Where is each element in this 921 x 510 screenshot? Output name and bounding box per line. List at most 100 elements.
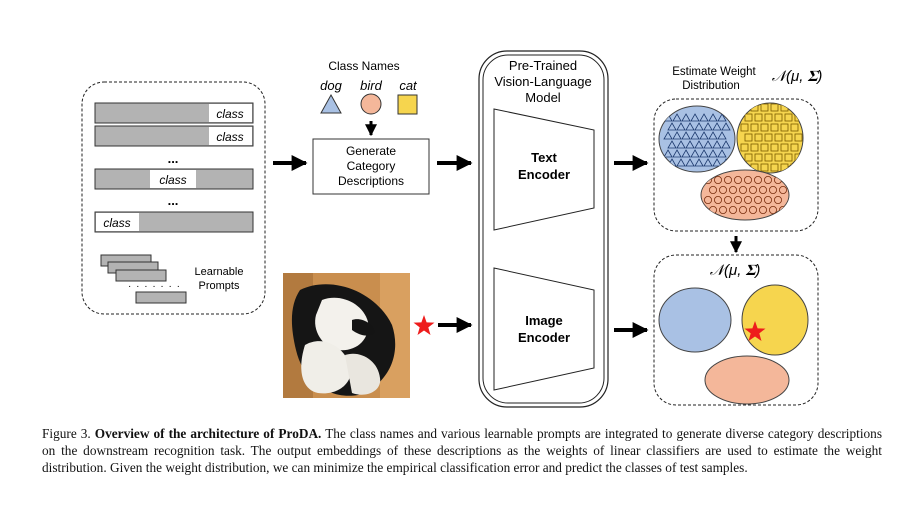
dog-sample-icon	[672, 131, 682, 140]
cat-sample-icon	[790, 123, 799, 132]
bird-sample-icon	[744, 195, 753, 204]
bird-sample-icon	[749, 185, 758, 194]
learnable-prompts-label: Learnable	[195, 266, 244, 278]
dog-sample-icon	[690, 149, 700, 158]
prompt-panel: class class ... class ... class · · · · …	[81, 81, 266, 315]
cat-sample-icon	[764, 113, 773, 122]
dog-sample-icon	[663, 149, 673, 158]
ellipsis: ...	[168, 151, 179, 166]
cat-sample-icon	[784, 133, 793, 142]
bird-sample-icon	[724, 195, 733, 204]
caption-text: The class names and various learnable pr…	[42, 426, 883, 475]
dog-sample-icon	[676, 140, 686, 149]
bird-sample-icon	[724, 175, 733, 184]
bird-sample-icon	[759, 185, 768, 194]
dog-sample-icon	[708, 149, 718, 158]
query-star-icon	[744, 321, 766, 341]
cat-sample-icon	[780, 143, 789, 152]
dog-sample-icon	[712, 158, 722, 167]
cat-sample-icon	[770, 123, 779, 132]
cat-sample-icon	[790, 163, 799, 172]
bird-sample-icon	[764, 175, 773, 184]
prompt-class-label: class	[159, 173, 186, 187]
bird-sample-icon	[779, 185, 788, 194]
dog-sample-icon	[681, 113, 691, 122]
dog-sample-icon	[721, 140, 731, 149]
bird-sample-icon	[739, 205, 748, 214]
gaussian-label: 𝒩(μ, 𝚺)	[710, 262, 761, 279]
cat-sample-icon	[754, 113, 763, 122]
cat-sample-icon	[740, 143, 749, 152]
dog-sample-icon	[676, 158, 686, 167]
dog-sample-icon	[712, 140, 722, 149]
bird-sample-icon	[709, 185, 718, 194]
dog-sample-icon	[703, 158, 713, 167]
vlm-title: Model	[525, 90, 561, 105]
bird-sample-icon	[769, 185, 778, 194]
cat-photo	[283, 273, 410, 398]
image-encoder-label: Image	[525, 313, 563, 328]
class-name-dog: dog	[320, 78, 342, 93]
class-name-bird: bird	[360, 78, 382, 93]
bird-sample-icon	[714, 195, 723, 204]
cat-sample-icon	[754, 133, 763, 142]
cat-sample-icon	[770, 143, 779, 152]
dog-sample-icon	[690, 131, 700, 140]
vlm-title: Pre-Trained	[509, 58, 577, 73]
dog-sample-icon	[721, 122, 731, 131]
dog-sample-icon	[703, 140, 713, 149]
bird-sample-icon	[719, 185, 728, 194]
dog-sample-icon	[699, 149, 709, 158]
architecture-figure: class class ... class ... class · · · · …	[81, 50, 823, 408]
cat-sample-icon	[784, 153, 793, 162]
dog-distribution	[658, 287, 732, 353]
bird-sample-icon	[729, 205, 738, 214]
cat-sample-icon	[774, 153, 783, 162]
dog-sample-icon	[694, 122, 704, 131]
bird-distribution	[704, 355, 790, 405]
bird-sample-icon	[759, 205, 768, 214]
prompt-class-label: class	[103, 216, 130, 230]
gaussian-label: 𝒩(μ, 𝚺)	[772, 68, 823, 85]
dog-sample-icon	[694, 140, 704, 149]
cat-sample-icon	[744, 153, 753, 162]
cat-sample-icon	[744, 113, 753, 122]
image-encoder-label: Encoder	[518, 330, 570, 345]
bird-sample-icon	[734, 175, 743, 184]
dog-sample-icon	[681, 149, 691, 158]
bird-sample-icon	[714, 175, 723, 184]
bird-circle-icon	[360, 93, 382, 115]
text-encoder: Text Encoder	[493, 108, 595, 231]
cat-sample-icon	[750, 143, 759, 152]
image-encoder: Image Encoder	[493, 267, 595, 391]
class-names-title: Class Names	[328, 59, 399, 73]
dog-sample-icon	[672, 149, 682, 158]
bird-sample-icon	[719, 205, 728, 214]
cat-sample-icon	[764, 133, 773, 142]
dog-sample-icon	[699, 131, 709, 140]
bird-sample-icon	[749, 205, 758, 214]
bird-sample-icon	[734, 195, 743, 204]
cat-sample-icon	[750, 123, 759, 132]
stacked-prompts: · · · · · · ·	[100, 254, 187, 304]
cat-sample-icon	[750, 103, 759, 112]
dog-sample-icon	[685, 140, 695, 149]
cat-sample-icon	[784, 113, 793, 122]
bird-sample-icon	[704, 195, 713, 204]
dog-sample-icon	[694, 158, 704, 167]
bird-sample-icon	[744, 175, 753, 184]
bird-sample-icon	[704, 175, 713, 184]
class-name-cat: cat	[399, 78, 418, 93]
dog-sample-icon	[717, 131, 727, 140]
generate-descriptions-box: Generate Category Descriptions	[312, 138, 430, 195]
cat-sample-icon	[754, 153, 763, 162]
generate-box-line: Descriptions	[338, 174, 404, 188]
dog-sample-icon	[717, 113, 727, 122]
generate-box-line: Category	[347, 159, 396, 173]
dog-sample-icon	[663, 131, 673, 140]
weight-samples-panel	[653, 98, 819, 232]
cat-sample-icon	[760, 163, 769, 172]
dog-sample-icon	[699, 113, 709, 122]
prompt-bar: class	[94, 102, 254, 124]
dog-sample-icon	[672, 113, 682, 122]
